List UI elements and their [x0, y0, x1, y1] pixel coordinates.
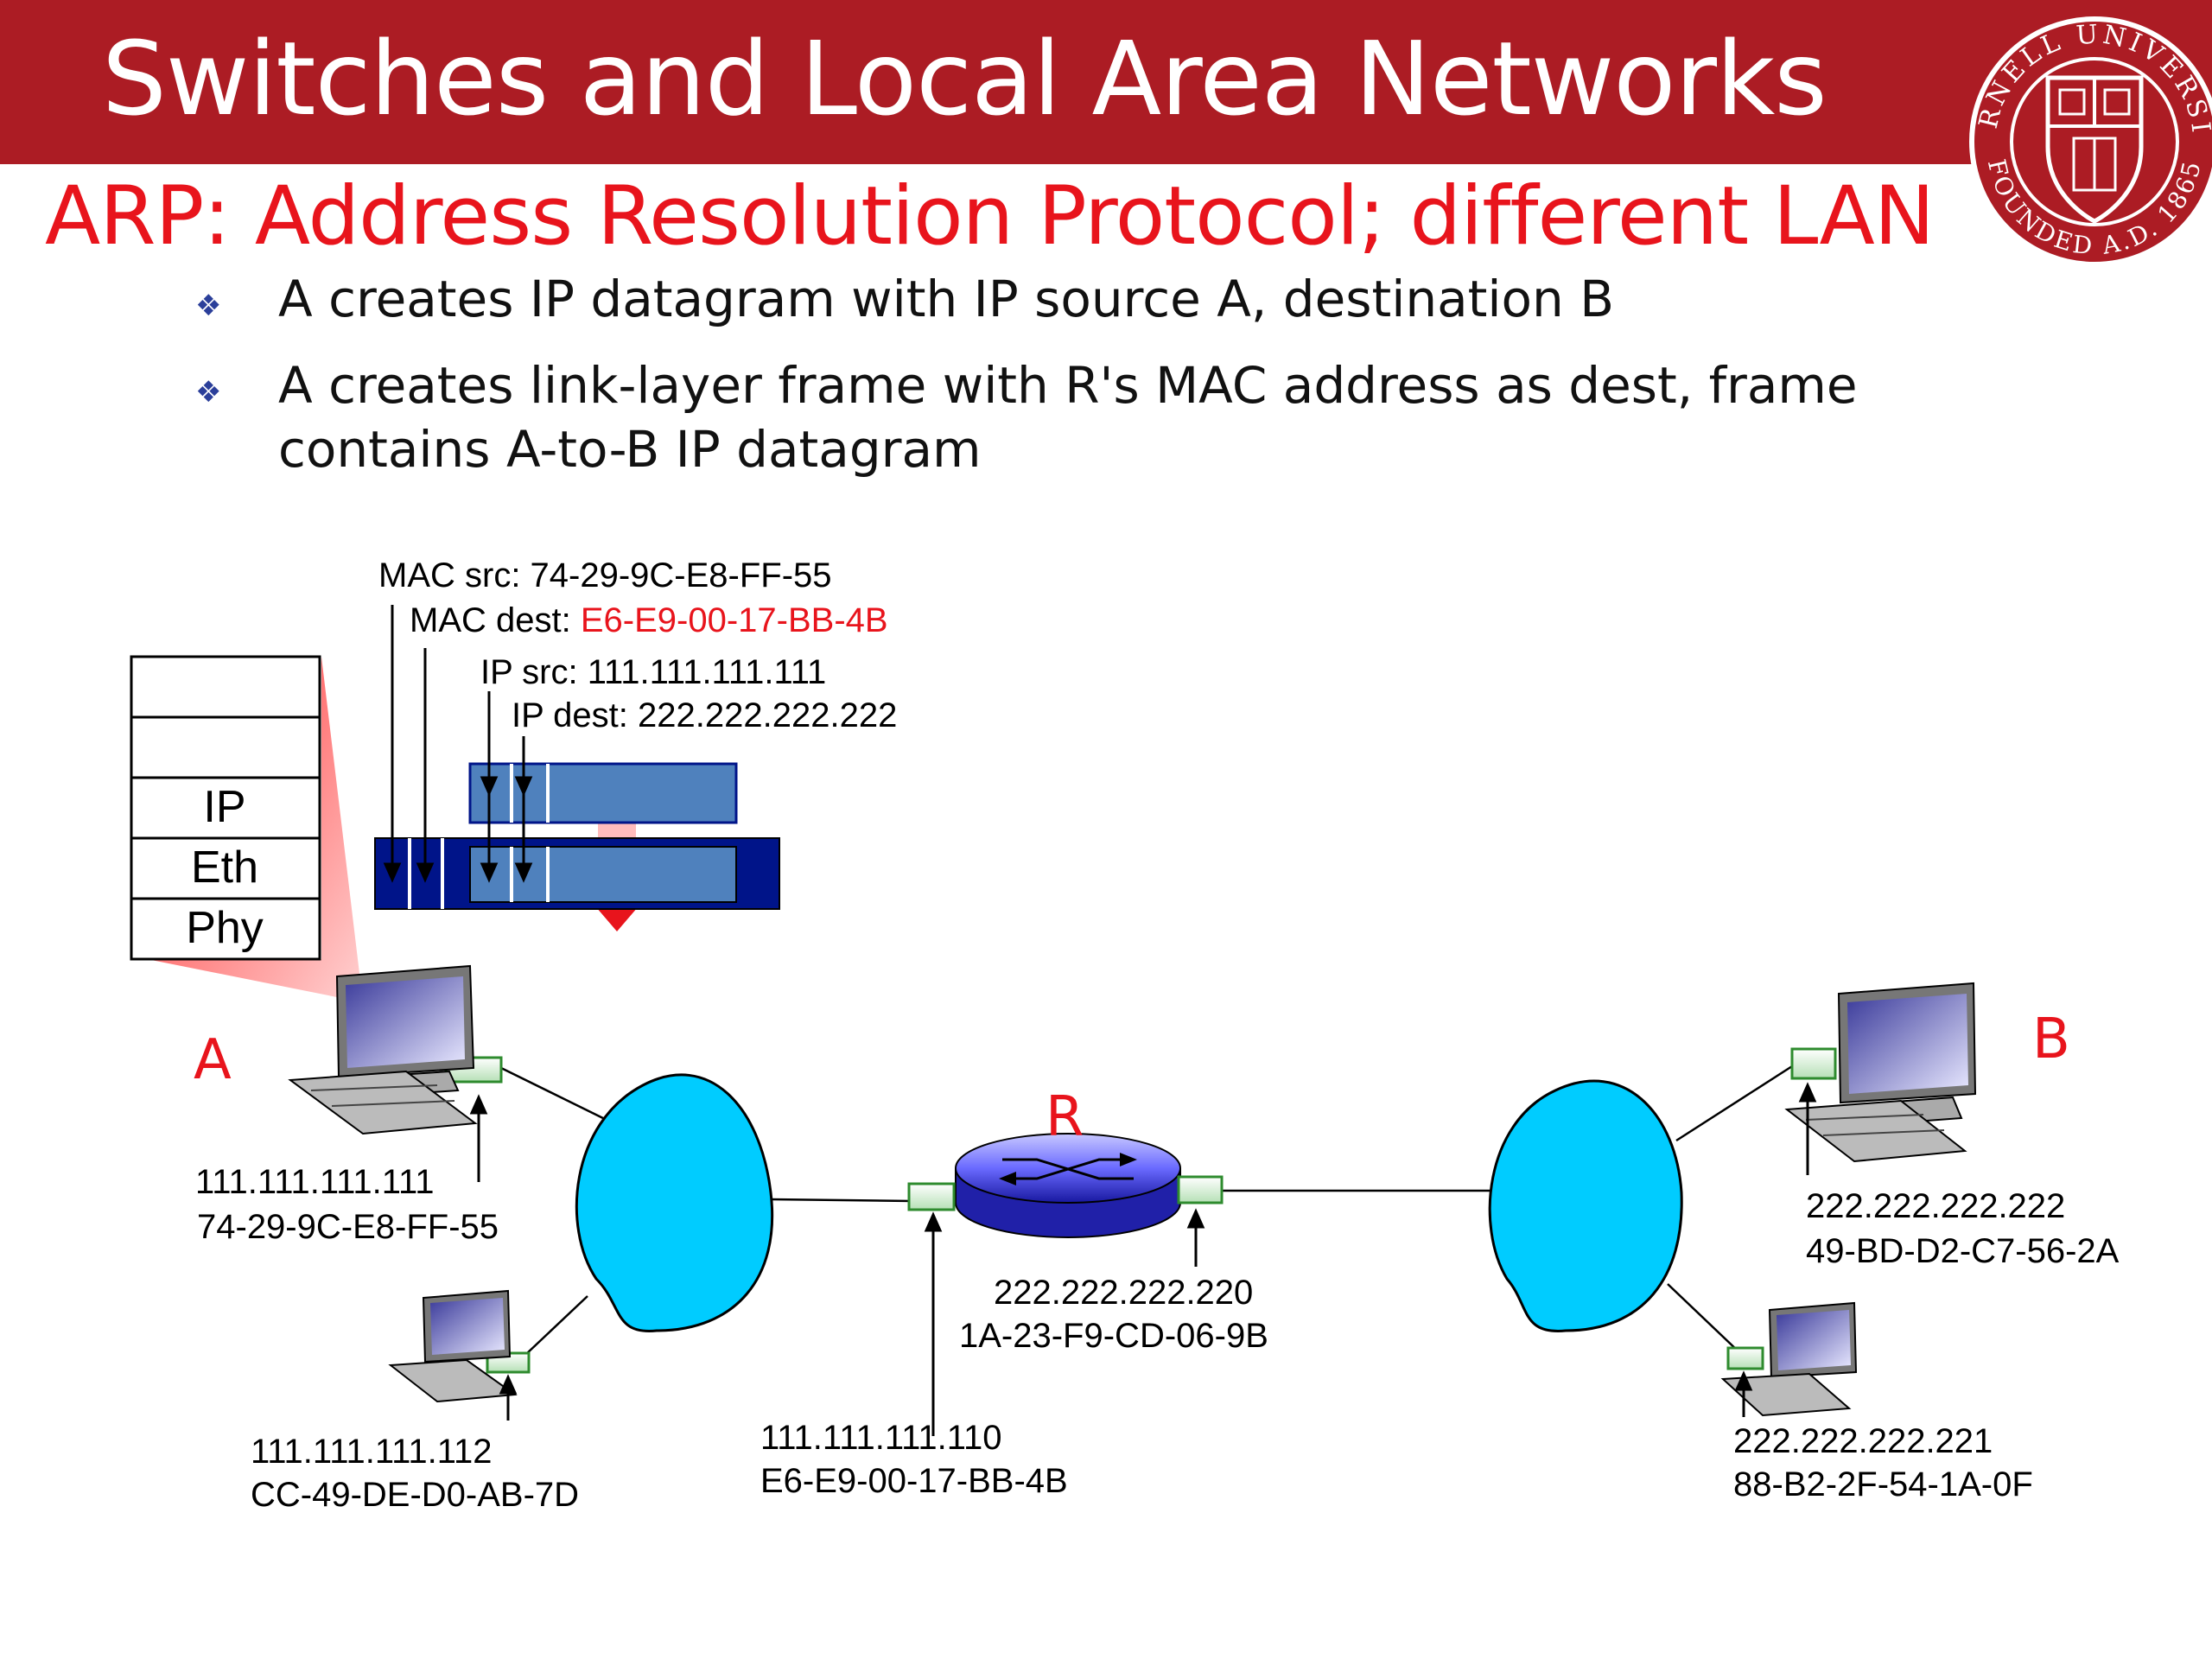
host-b-mac: 49-BD-D2-C7-56-2A — [1806, 1232, 2120, 1270]
computer-b-icon — [1784, 982, 1977, 1163]
bullet-2: A creates link-layer frame with R's MAC … — [278, 356, 1858, 415]
host-b-ip: 222.222.222.222 — [1806, 1187, 2066, 1225]
computer-a2-icon — [388, 1289, 518, 1403]
bullet-2-continuation: contains A-to-B IP datagram — [278, 420, 982, 479]
host-a2-ip: 111.111.111.112 — [251, 1433, 493, 1471]
cornell-seal-logo: CORNELL UNIVERSITY FOUNDED A.D. 1865 — [0, 0, 2212, 267]
computer-b2-icon — [1720, 1301, 1858, 1417]
logo-text-top: CORNELL UNIVERSITY — [0, 0, 2212, 137]
host-b2-mac: 88-B2-2F-54-1A-0F — [1733, 1465, 2033, 1503]
router-right-mac: 1A-23-F9-CD-06-9B — [959, 1317, 1268, 1355]
mac-dest-label: MAC dest: E6-E9-00-17-BB-4B — [410, 601, 888, 639]
slide-subtitle: ARP: Address Resolution Protocol; differ… — [45, 169, 1935, 264]
links — [500, 1065, 1793, 1356]
nic-adapters — [444, 1047, 1837, 1374]
router-right-ip: 222.222.222.220 — [994, 1274, 1254, 1312]
bullet-1: A creates IP datagram with IP source A, … — [278, 270, 1614, 328]
router-label: R — [1046, 1085, 1084, 1149]
slide-title: Switches and Local Area Networks — [102, 19, 1827, 138]
frame-down-arrow — [596, 907, 638, 931]
title-bar — [0, 0, 2212, 164]
stack-layer-phy: Phy — [186, 903, 264, 953]
host-a-ip: 111.111.111.111 — [195, 1163, 435, 1201]
node-b-label: B — [2032, 1007, 2070, 1071]
node-a-label: A — [194, 1028, 232, 1092]
host-a2-mac: CC-49-DE-D0-AB-7D — [251, 1476, 580, 1514]
lan-cloud-right — [1488, 1079, 1683, 1332]
router-left-ip: 111.111.111.110 — [760, 1419, 1002, 1457]
stack-layer-eth: Eth — [190, 842, 259, 893]
ip-datagram — [468, 762, 738, 824]
bullet-mark-icon: ❖ — [195, 375, 222, 410]
computer-a-icon — [288, 964, 478, 1135]
router-icon — [955, 1133, 1181, 1238]
stack-layer-ip: IP — [203, 782, 246, 832]
mac-dest-value: E6-E9-00-17-BB-4B — [580, 601, 888, 639]
router-left-mac: E6-E9-00-17-BB-4B — [760, 1462, 1068, 1500]
ip-dest-label: IP dest: 222.222.222.222 — [512, 696, 898, 734]
host-a-mac: 74-29-9C-E8-FF-55 — [197, 1208, 499, 1246]
mac-src-label: MAC src: 74-29-9C-E8-FF-55 — [378, 556, 832, 594]
lan-cloud-left — [575, 1073, 774, 1332]
protocol-stack — [130, 655, 321, 961]
svg-text:CORNELL UNIVERSITY: CORNELL UNIVERSITY — [0, 0, 2212, 137]
field-pointers — [383, 605, 533, 883]
address-arrows — [469, 1082, 1817, 1436]
bullet-mark-icon: ❖ — [195, 289, 222, 323]
stack-beam — [147, 657, 363, 1002]
host-b2-ip: 222.222.222.221 — [1733, 1422, 1993, 1460]
ip-src-label: IP src: 111.111.111.111 — [480, 653, 827, 691]
